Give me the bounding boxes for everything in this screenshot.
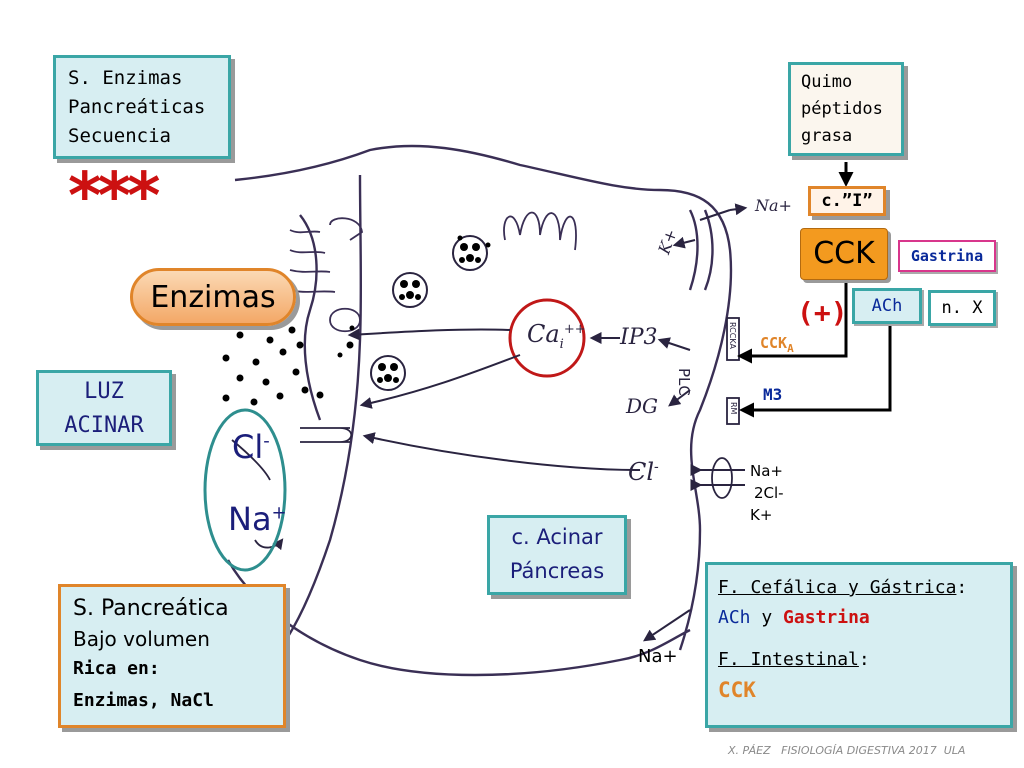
secretion-content: Enzimas, NaCl [73, 690, 214, 711]
cck-a-subscript: A [787, 342, 794, 355]
cephalic-gastrina: Gastrina [783, 607, 870, 628]
rm-label: RM [729, 402, 738, 415]
cephalic-phase: F. Cefálica y Gástrica: [718, 573, 1000, 603]
calcium-superscript: ++ [563, 322, 586, 337]
luminal-membrane-highlight [203, 408, 287, 572]
signalling-arrows [737, 162, 892, 418]
enzimas-pill: Enzimas [130, 268, 296, 326]
lumen-box: LUZ ACINAR [36, 370, 172, 446]
gastrina-label: Gastrina [910, 247, 984, 265]
chyme-line-3: grasa [801, 126, 853, 146]
microvilli [289, 211, 577, 333]
ach-label: ACh [871, 296, 903, 316]
na-top-label: Na+ [755, 196, 792, 215]
secretion-volume: Bajo volumen [73, 627, 210, 651]
cck-hormone-label: CCK [813, 236, 875, 271]
cl-membrane-symbol: Cl [628, 458, 655, 486]
intestinal-cck: CCK [718, 678, 756, 702]
na-ion-symbol: Na [228, 500, 272, 538]
cotransporter-na: Na+ [750, 462, 783, 480]
cck-hormone-box: CCK [800, 228, 888, 280]
na-bottom-label: Na+ [638, 646, 678, 667]
stars-mark: *** [68, 160, 160, 234]
calcium-circle [508, 298, 586, 378]
i-cell-box: c.”I” [808, 186, 886, 216]
calcium-symbol: Ca [527, 320, 560, 348]
cl-membrane-charge: - [654, 459, 659, 475]
secretion-title: S. Pancreática [73, 596, 229, 621]
secretion-box: S. Pancreática Bajo volumen Rica en: Enz… [58, 584, 286, 728]
intestinal-phase-colon: : [858, 649, 870, 670]
vagus-box: n. X [928, 290, 996, 326]
enzimas-label: Enzimas [150, 280, 276, 315]
calcium-subscript: i [559, 336, 564, 352]
sequence-title-line-1: S. Enzimas [68, 67, 183, 89]
intracellular-arrows [347, 203, 748, 642]
chyme-line-2: péptidos [801, 99, 883, 119]
m3-receptor-label: M3 [763, 385, 783, 404]
cotransporter-cl: 2Cl- [754, 484, 784, 502]
intestinal-phase-title: F. Intestinal [718, 649, 859, 670]
phases-spacer [718, 633, 1000, 645]
cephalic-phase-title: F. Cefálica y Gástrica [718, 577, 957, 598]
phases-box: F. Cefálica y Gástrica: ACh y Gastrina F… [705, 562, 1013, 728]
acinar-line-2: Páncreas [509, 559, 605, 583]
i-cell-label: c.”I” [821, 191, 873, 211]
secreted-enzyme-dots [222, 235, 491, 406]
lumen-line-1: LUZ [84, 379, 124, 404]
ach-box: ACh [852, 288, 922, 324]
cck-a-receptor-label: CCKA [760, 334, 794, 355]
chyme-box: Quimo péptidos grasa [788, 62, 904, 156]
acinar-line-1: c. Acinar [511, 525, 603, 549]
na-ion-label: Na+ [228, 500, 287, 538]
sequence-title-line-2: Pancreáticas [68, 96, 206, 118]
cephalic-phase-colon: : [956, 577, 968, 598]
plc-label: PLC [675, 368, 693, 396]
cl-ion-charge: - [263, 430, 270, 452]
ip3-label: IP3 [620, 325, 658, 350]
secretion-rich: Rica en: [73, 658, 160, 679]
chyme-line-1: Quimo [801, 72, 853, 92]
vagus-label: n. X [941, 298, 983, 318]
zymogen-granules [370, 235, 488, 391]
acinar-cell-box: c. Acinar Páncreas [487, 515, 627, 595]
cl-ion-symbol: Cl [232, 428, 264, 466]
footer-credit: X. PÁEZ FISIOLOGÍA DIGESTIVA 2017 ULA [728, 744, 966, 757]
cephalic-and: y [761, 607, 773, 628]
dg-label: DG [626, 394, 659, 418]
cephalic-mediators: ACh y Gastrina [718, 603, 1000, 633]
membrane-receptors [231, 317, 740, 551]
plus-sign: (+) [797, 296, 848, 329]
cl-ion-label: Cl- [232, 428, 270, 466]
sequence-title-line-3: Secuencia [68, 125, 171, 147]
lumen-line-2: ACINAR [64, 413, 144, 438]
cl-membrane-label: Cl- [628, 458, 659, 486]
cephalic-ach: ACh [718, 607, 751, 628]
na-ion-charge: + [271, 502, 287, 524]
cotransporter-labels: Na+ 2Cl- K+ [750, 460, 784, 526]
cotransporter-k: K+ [750, 506, 773, 524]
calcium-label: Cai++ [527, 320, 586, 352]
cck-a-text: CCK [760, 334, 788, 352]
gastrina-box: Gastrina [898, 240, 996, 272]
sequence-title-box: S. Enzimas Pancreáticas Secuencia [53, 55, 231, 159]
intestinal-phase: F. Intestinal: [718, 645, 1000, 675]
rcck-label: RCCKA [728, 322, 737, 349]
